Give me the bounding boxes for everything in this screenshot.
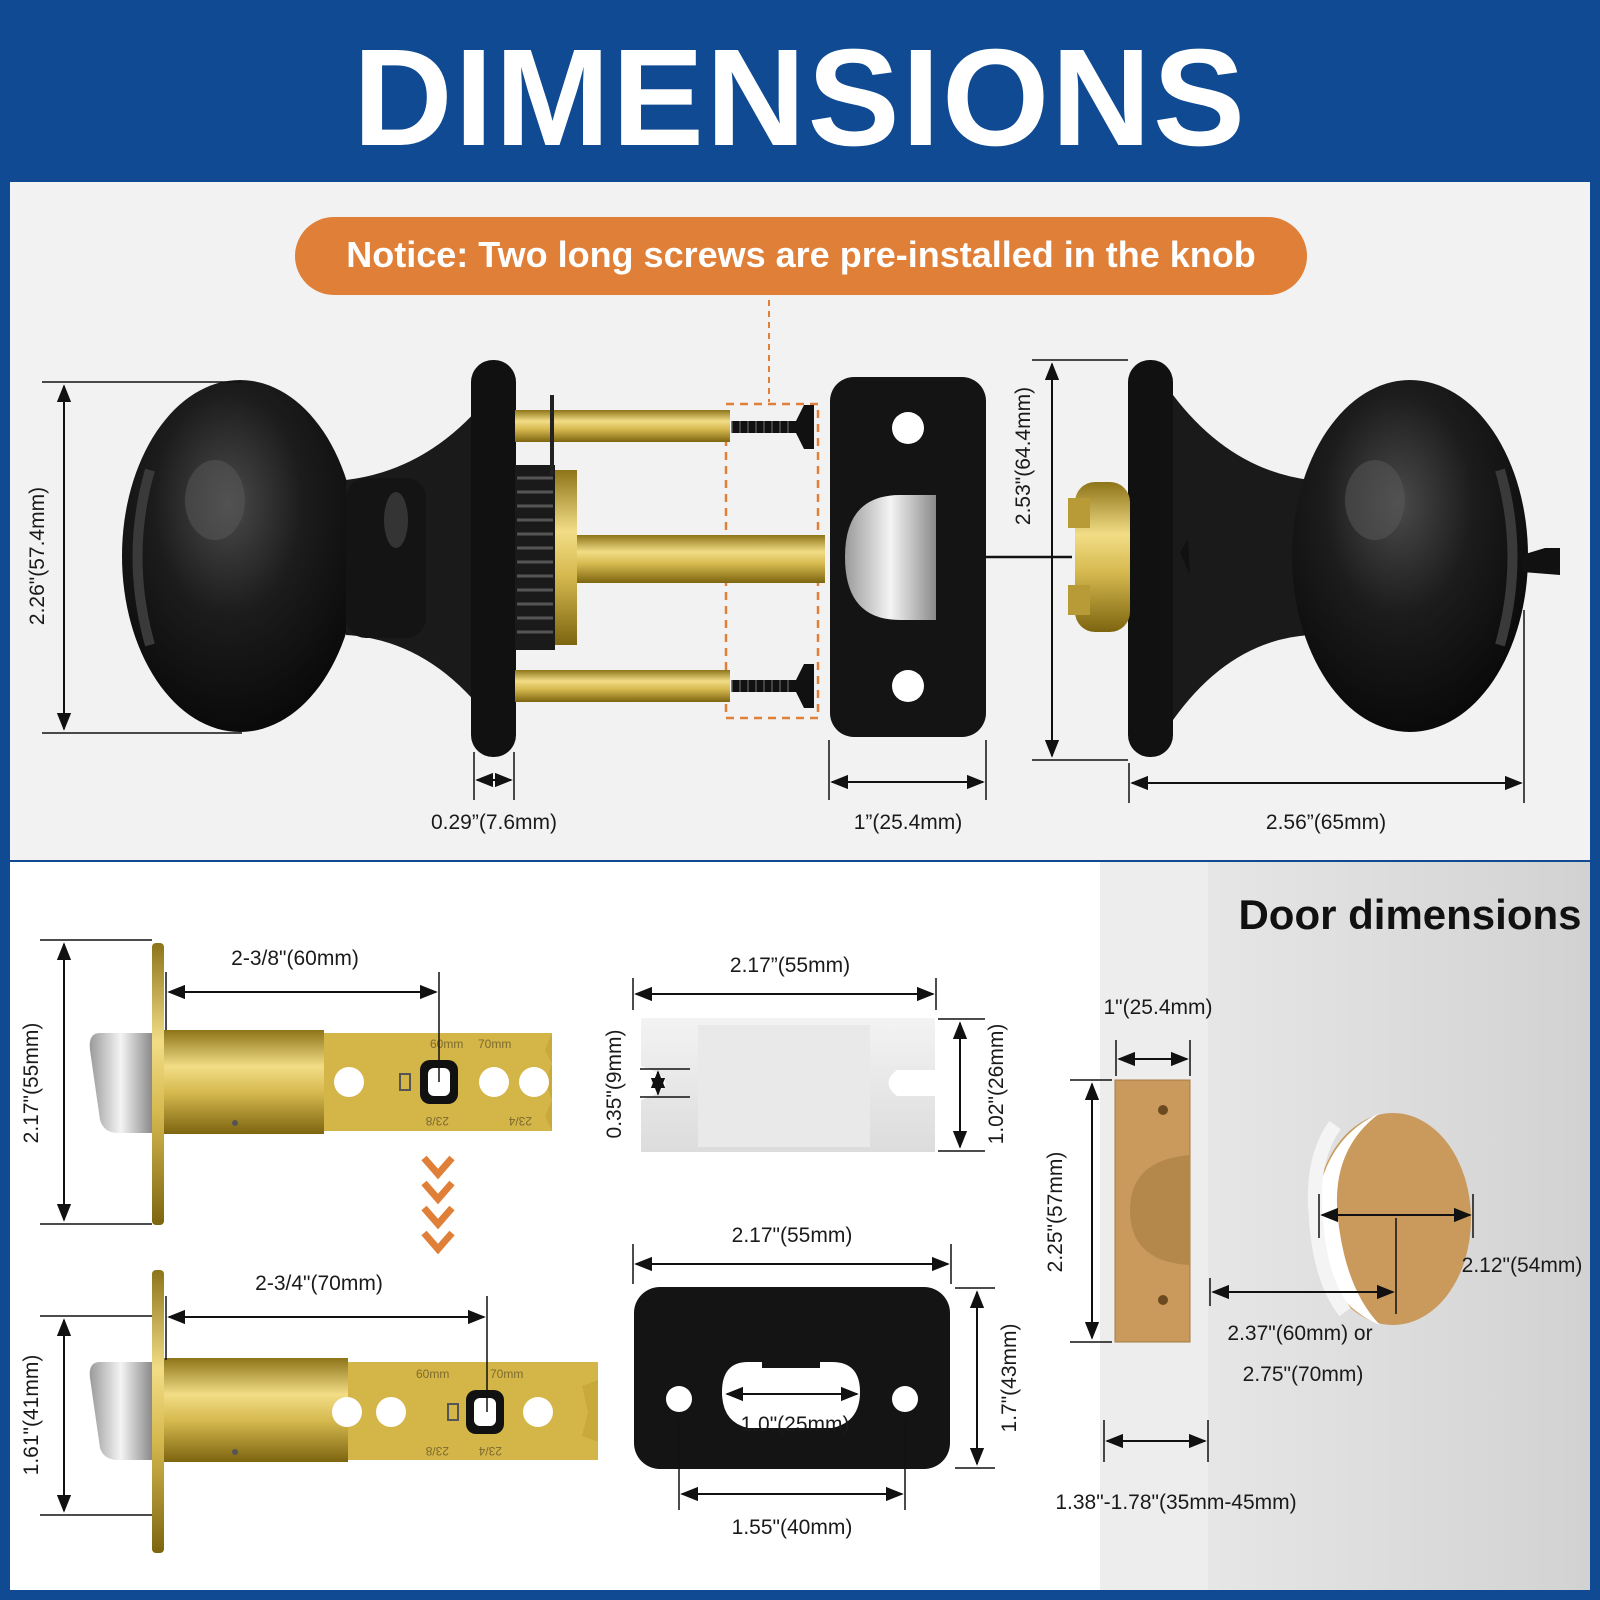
- bore-diameter-label: 2.12"(54mm): [1462, 1254, 1583, 1277]
- long-screw-bottom: [731, 664, 814, 708]
- strike-dimension-lines: [632, 1244, 995, 1510]
- door-edge-dimension-lines: [1070, 1040, 1209, 1462]
- latch2-tick-234: 23/4: [478, 1444, 502, 1458]
- template-plate: [641, 1018, 935, 1152]
- template-height-label: 1.02"(26mm): [985, 1024, 1008, 1145]
- top-mount-post: [515, 410, 730, 442]
- strike-width-label: 2.17"(55mm): [732, 1224, 853, 1247]
- strike-plate: [634, 1287, 950, 1469]
- door-thickness-label: 1.38"-1.78"(35mm-45mm): [1055, 1491, 1296, 1514]
- latch-70-dimension-lines: [40, 1296, 488, 1516]
- right-knob: [1292, 380, 1528, 732]
- knob-height-label: 2.26"(57.4mm): [26, 487, 49, 625]
- long-screw-top: [731, 405, 814, 449]
- notice-text: Notice: Two long screws are pre-installe…: [346, 234, 1256, 275]
- faceplate-height-label: 2.17"(55mm): [20, 1023, 43, 1144]
- door-edge-mortise: [1114, 1079, 1191, 1343]
- spindle-bar: [577, 535, 825, 583]
- left-knob: [122, 380, 358, 732]
- strike-opening-label: 1.0"(25mm): [741, 1413, 850, 1436]
- spindle-spring: [515, 395, 577, 650]
- template-slot-label: 0.35"(9mm): [603, 1030, 626, 1139]
- latch-tick-234: 23/4: [508, 1114, 532, 1128]
- latch-70mm: 60mm 70mm 23/8 23/4: [89, 1270, 598, 1553]
- left-knob-assembly: [122, 360, 825, 757]
- screw-highlight-box: [724, 402, 820, 720]
- bore-dimension-lines: [1209, 1194, 1474, 1314]
- latch2-tick-70mm: 70mm: [490, 1367, 523, 1381]
- door-dimensions-title: Door dimensions: [1238, 891, 1581, 938]
- right-rose: [1128, 360, 1173, 757]
- backset-option-line2: 2.75"(70mm): [1243, 1363, 1364, 1386]
- template-dimension-lines: [632, 978, 985, 1152]
- backset-60-label: 2-3/8"(60mm): [231, 947, 359, 970]
- door-edge-width-label: 1"(25.4mm): [1104, 996, 1213, 1019]
- backset-70-label: 2-3/4"(70mm): [255, 1272, 383, 1295]
- latch-plate-width-label: 1”(25.4mm): [854, 811, 963, 834]
- header-band: [0, 0, 1600, 182]
- template-width-label: 2.17”(55mm): [730, 954, 850, 977]
- latch-faceplate: [830, 377, 986, 737]
- right-knob-assembly: [1068, 360, 1560, 757]
- top-dimension-lines: [42, 359, 1525, 803]
- rose-height-label: 2.53"(64.4mm): [1012, 387, 1035, 525]
- latch-tick-238: 23/8: [425, 1114, 449, 1128]
- bottom-mount-post: [515, 670, 730, 702]
- strike-height-label: 1.7"(43mm): [998, 1324, 1021, 1433]
- left-rose: [471, 360, 516, 757]
- knob-projection-label: 2.56”(65mm): [1266, 811, 1386, 834]
- door-bore-hole: [1307, 1113, 1471, 1325]
- strike-hole-spacing-label: 1.55"(40mm): [732, 1516, 853, 1539]
- faceplate-height-small-label: 1.61"(41mm): [20, 1355, 43, 1476]
- latch-60mm: 60mm 70mm 23/8 23/4: [89, 943, 552, 1225]
- privacy-turn-button: [1522, 548, 1560, 575]
- latch2-tick-238: 23/8: [425, 1444, 449, 1458]
- notice-banner: [295, 217, 1307, 295]
- adjust-arrows: [421, 1155, 455, 1255]
- latch-60-dimension-lines: [40, 939, 440, 1225]
- page-title: DIMENSIONS: [353, 21, 1247, 175]
- latch-tick-60mm: 60mm: [430, 1037, 463, 1051]
- backset-option-line1: 2.37"(60mm) or: [1227, 1322, 1372, 1345]
- rose-thickness-label: 0.29”(7.6mm): [431, 811, 557, 834]
- latch-tick-70mm: 70mm: [478, 1037, 511, 1051]
- door-edge-height-label: 2.25"(57mm): [1044, 1152, 1067, 1273]
- latch2-tick-60mm: 60mm: [416, 1367, 449, 1381]
